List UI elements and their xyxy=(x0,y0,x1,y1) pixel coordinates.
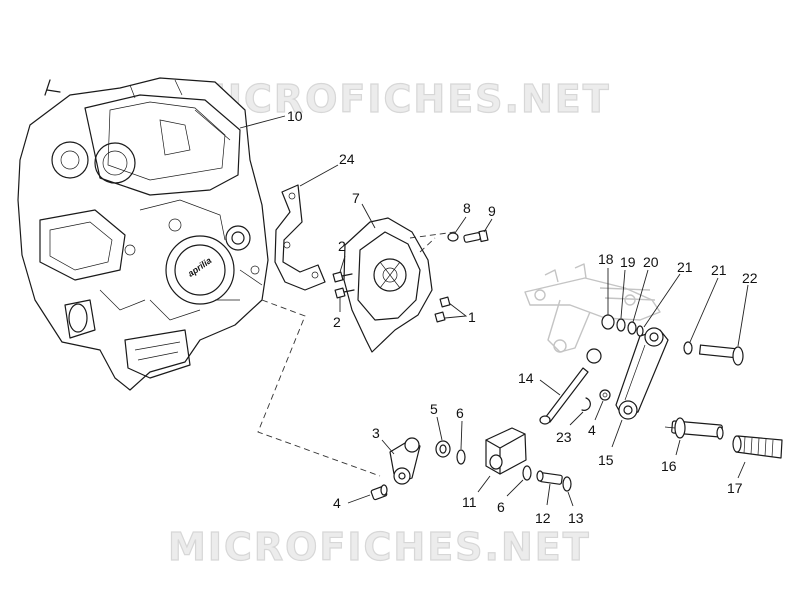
part-17-peg-rubber xyxy=(732,435,783,459)
alignment-line-upper xyxy=(409,231,456,253)
part-21-clip-a xyxy=(636,325,644,337)
part-1-bolts xyxy=(434,296,451,323)
part-15-gear-lever xyxy=(615,327,669,420)
callout-7: 7 xyxy=(352,190,360,206)
callout-16: 16 xyxy=(661,458,677,474)
part-4-nut-right xyxy=(599,389,611,401)
callout-24: 24 xyxy=(339,151,355,167)
callout-10: 10 xyxy=(287,108,303,124)
part-2-bolts xyxy=(332,271,355,299)
part-19-washer xyxy=(616,318,626,332)
callout-11: 11 xyxy=(462,494,477,510)
callout-4-left: 4 xyxy=(333,495,341,511)
part-7-sprocket-cover xyxy=(343,217,433,353)
part-16-pivot-pin xyxy=(664,417,724,440)
part-13-washer xyxy=(562,476,572,492)
part-4-bushing-left xyxy=(370,484,388,501)
part-12-bolt xyxy=(536,470,563,485)
callout-8: 8 xyxy=(463,200,471,216)
callout-2-upper: 2 xyxy=(338,238,346,254)
callout-6-lower: 6 xyxy=(497,499,505,515)
engine-assembly: aprilia xyxy=(17,77,269,391)
callout-20: 20 xyxy=(643,254,659,270)
callout-13: 13 xyxy=(568,510,584,526)
part-20-washer xyxy=(627,321,637,335)
alignment-line-shaft xyxy=(257,299,381,477)
callout-6-upper: 6 xyxy=(456,405,464,421)
part-6-washer-lower xyxy=(522,465,532,481)
callout-19: 19 xyxy=(620,254,636,270)
callout-9: 9 xyxy=(488,203,496,219)
watermark-top: MICROFICHES.NET xyxy=(188,77,611,121)
callout-14: 14 xyxy=(518,370,534,386)
watermark-bottom: MICROFICHES.NET xyxy=(168,525,591,569)
part-3-selector-lever xyxy=(389,437,421,485)
part-22-pin xyxy=(698,344,744,366)
callout-5: 5 xyxy=(430,401,438,417)
callout-15: 15 xyxy=(598,452,614,468)
callout-3: 3 xyxy=(372,425,380,441)
callout-23: 23 xyxy=(556,429,572,445)
callout-12: 12 xyxy=(535,510,551,526)
callout-21-right: 21 xyxy=(711,262,727,278)
part-21-clip-b xyxy=(683,341,693,355)
part-9-bolt xyxy=(463,229,489,243)
part-23-circlip xyxy=(581,397,591,411)
part-24-gasket xyxy=(274,184,326,291)
part-6-washer-upper xyxy=(456,449,466,465)
part-11-housing xyxy=(485,427,527,475)
part-18-bushing xyxy=(601,314,615,330)
callout-22: 22 xyxy=(742,270,758,286)
callout-2-lower: 2 xyxy=(333,314,341,330)
callout-1: 1 xyxy=(468,309,476,325)
part-14-shift-rod xyxy=(539,348,602,425)
callout-18: 18 xyxy=(598,251,614,267)
callout-21-left: 21 xyxy=(677,259,693,275)
part-5-seal xyxy=(435,440,451,458)
part-8-spacer xyxy=(447,232,459,242)
callout-4-right: 4 xyxy=(588,422,596,438)
callout-17: 17 xyxy=(727,480,743,496)
